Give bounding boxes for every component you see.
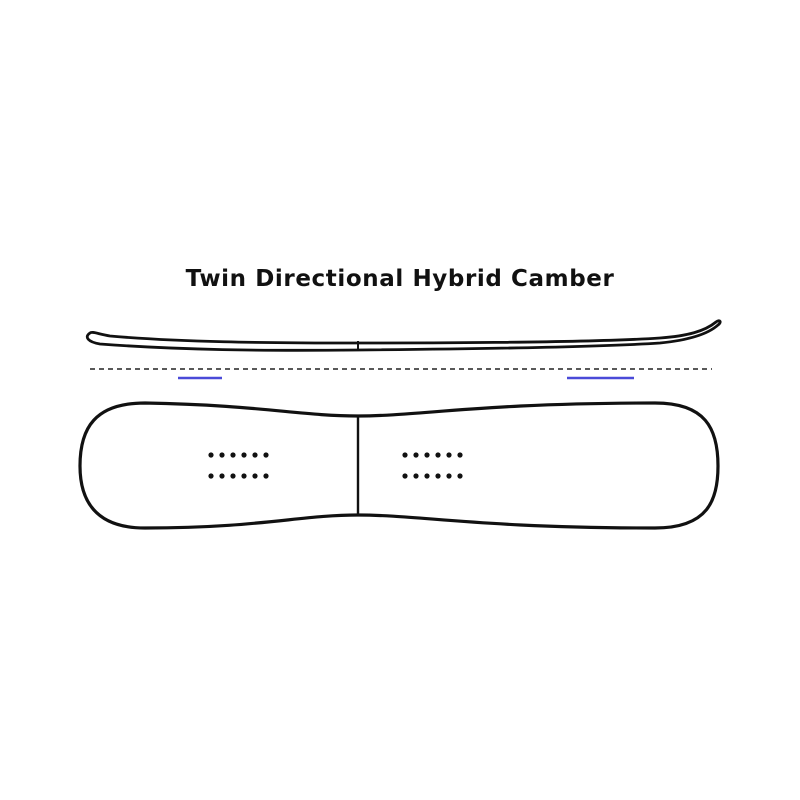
profile-outline bbox=[85, 319, 722, 352]
insert-pattern-left bbox=[208, 452, 269, 479]
insert-pattern-right bbox=[402, 452, 463, 479]
board-top-view bbox=[78, 401, 720, 530]
board-outline bbox=[78, 401, 720, 530]
board-side-profile bbox=[85, 319, 722, 352]
diagram-title: Twin Directional Hybrid Camber bbox=[185, 266, 615, 292]
